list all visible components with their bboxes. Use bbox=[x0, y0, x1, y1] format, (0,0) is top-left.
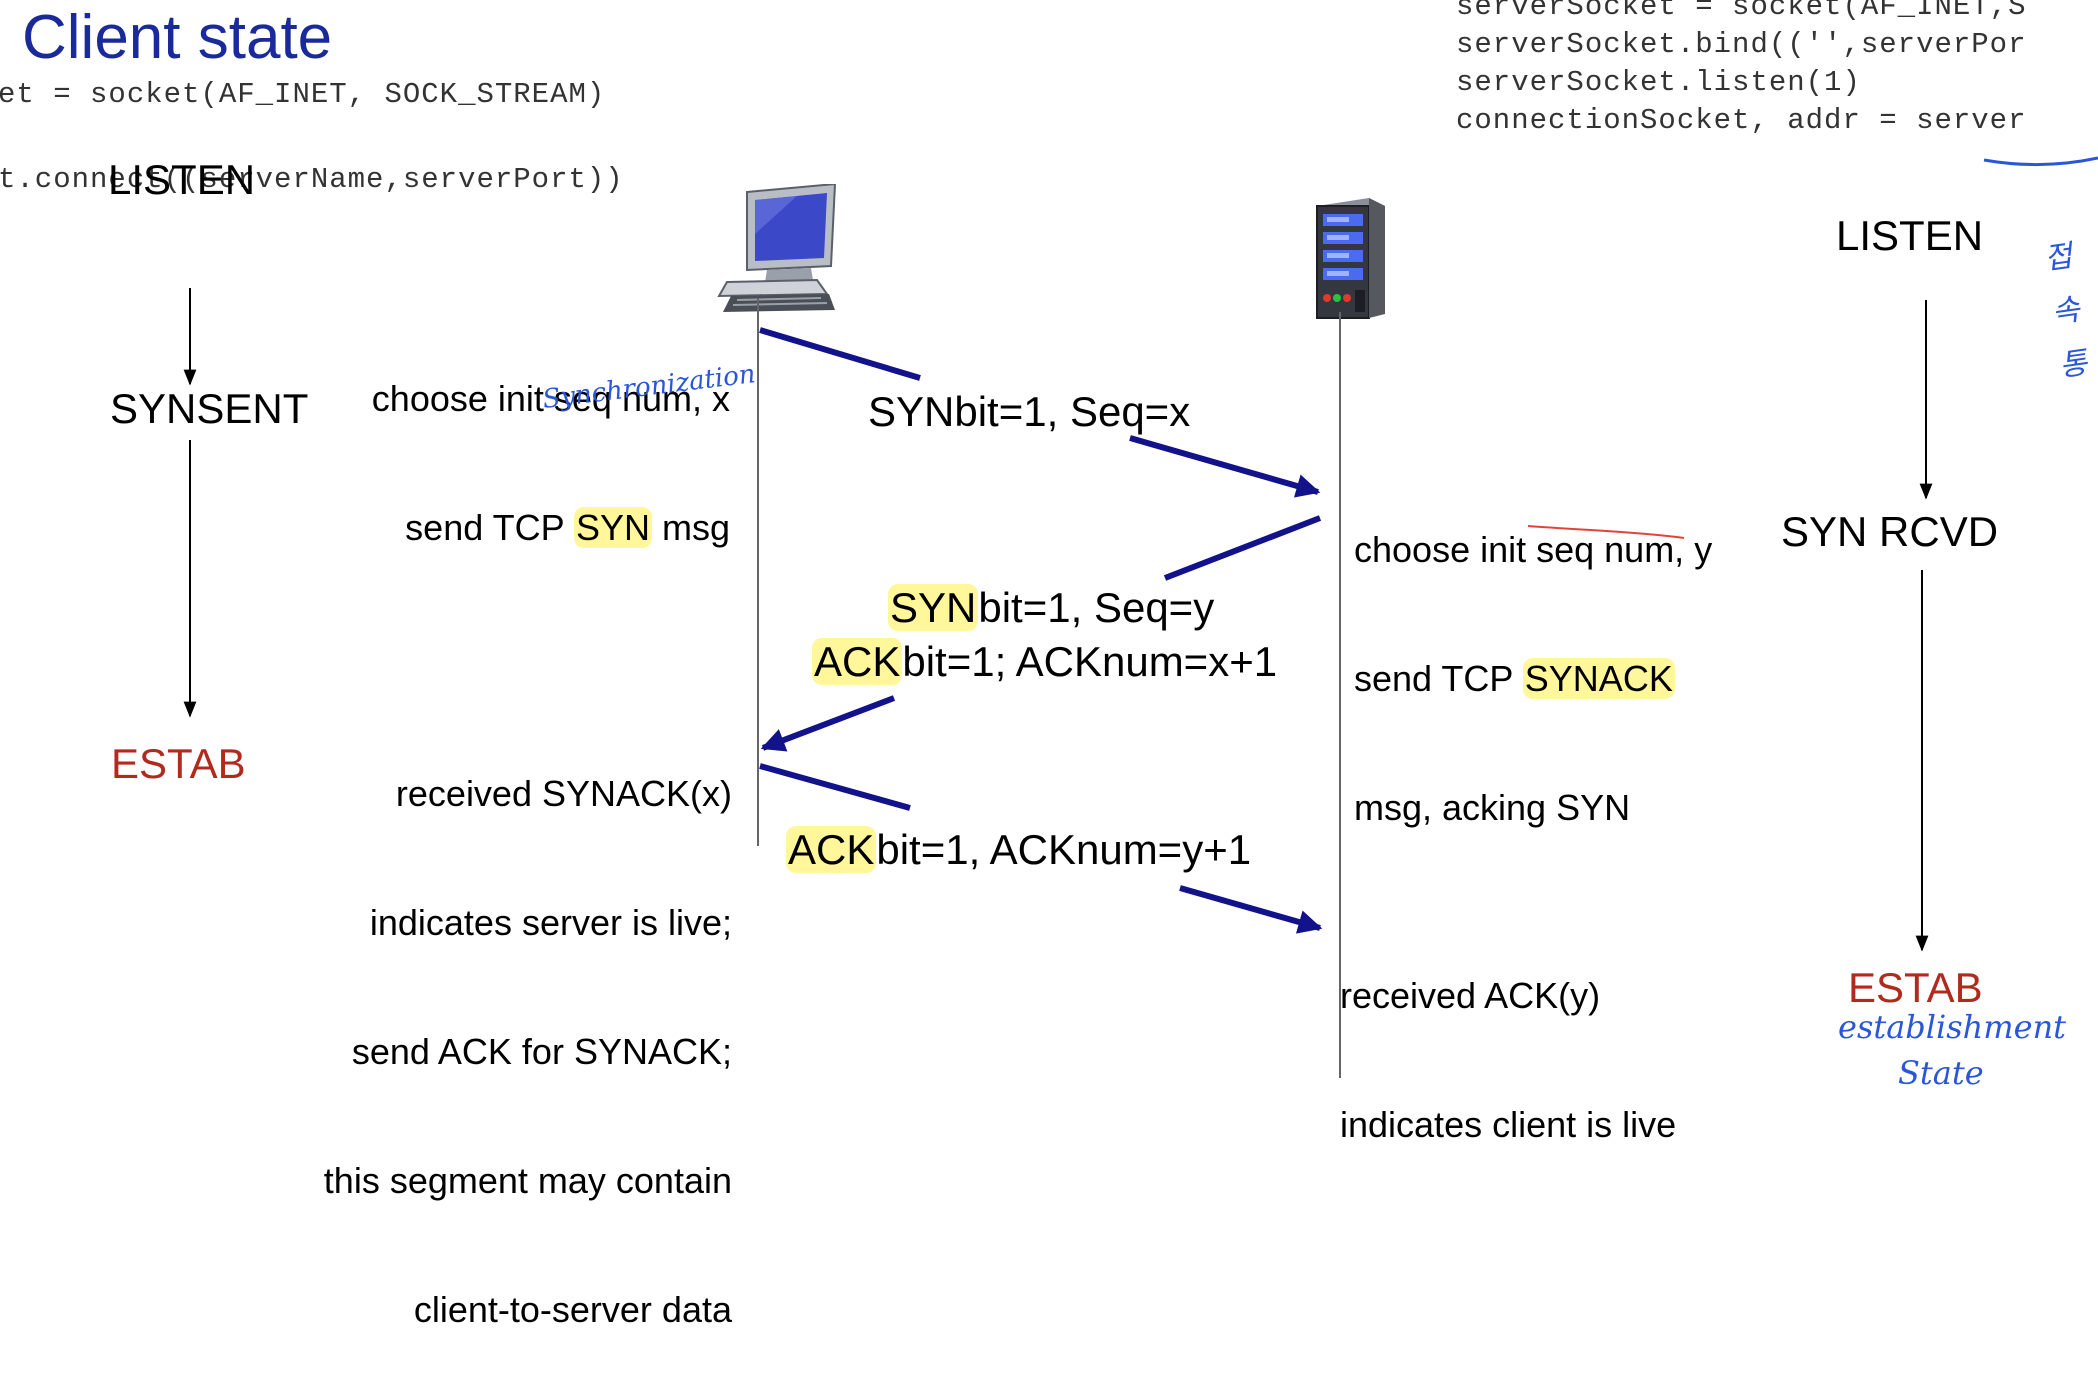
synack-line1-rest: bit=1, Seq=y bbox=[978, 584, 1215, 631]
handwritten-underline-server bbox=[1983, 156, 2098, 166]
synack-arrow-segment-2 bbox=[760, 695, 896, 752]
synack-line2-rest: bit=1; ACKnum=x+1 bbox=[902, 638, 1278, 685]
server-note-step2-pre: send TCP bbox=[1354, 658, 1523, 699]
server-note-step2: choose init seq num, y send TCP SYNACK m… bbox=[1354, 442, 1712, 872]
client-note-step3-line5: client-to-server data bbox=[413, 1289, 732, 1330]
desktop-computer-icon bbox=[708, 166, 836, 312]
server-accept-code: connectionSocket, addr = server bbox=[1456, 104, 2027, 137]
syn-arrow-segment-2 bbox=[1129, 435, 1321, 498]
handwritten-establishment: establishment bbox=[1838, 1008, 2067, 1046]
ack-arrow-segment-1 bbox=[759, 763, 911, 811]
server-socket-code: serverSocket = socket(AF_INET,S bbox=[1456, 0, 2027, 23]
timing-diagram-lines bbox=[183, 156, 2098, 1078]
client-note-step3-line2: indicates server is live; bbox=[369, 902, 732, 943]
ack-highlight: ACK bbox=[786, 826, 877, 873]
server-tower-icon bbox=[1300, 180, 1385, 319]
client-state-listen: LISTEN bbox=[108, 156, 256, 203]
client-connect-code: t.connect((serverName,serverPort)) bbox=[0, 163, 624, 196]
ack-message-label: ACKbit=1, ACKnum=y+1 bbox=[786, 826, 1251, 874]
handwritten-red-underline bbox=[1527, 525, 1685, 539]
client-note-step3: received SYNACK(x) indicates server is l… bbox=[324, 686, 732, 1374]
server-listen-code: serverSocket.listen(1) bbox=[1456, 66, 1861, 99]
client-note-step1-pre: send TCP bbox=[405, 507, 574, 548]
syn-arrow-segment-1 bbox=[759, 327, 921, 381]
client-note-step1-line2: send TCP SYN msg bbox=[372, 506, 730, 549]
server-note-step4-line1: received ACK(y) bbox=[1340, 975, 1601, 1016]
ack-rest: bit=1, ACKnum=y+1 bbox=[876, 826, 1252, 873]
client-note-step3-line3: send ACK for SYNACK; bbox=[351, 1031, 732, 1072]
server-state-synrcvd: SYN RCVD bbox=[1781, 508, 1999, 555]
client-note-step1: choose init seq num, x send TCP SYN msg bbox=[372, 291, 730, 592]
server-note-step4-line2: indicates client is live bbox=[1340, 1104, 1677, 1145]
synack-ack-highlight: ACK bbox=[812, 638, 903, 685]
synack-syn-highlight: SYN bbox=[888, 584, 979, 631]
client-note-step1-line1: choose init seq num, x bbox=[371, 378, 730, 419]
page-title: Client state bbox=[22, 3, 333, 72]
ack-arrow-segment-2 bbox=[1179, 885, 1323, 934]
client-state-synsent: SYNSENT bbox=[110, 385, 309, 432]
client-socket-code: et = socket(AF_INET, SOCK_STREAM) bbox=[0, 78, 606, 111]
server-note-step2-line1: choose init seq num, y bbox=[1354, 529, 1713, 570]
server-state-estab: ESTAB bbox=[1848, 964, 1983, 1011]
synack-message-line2: ACKbit=1; ACKnum=x+1 bbox=[812, 638, 1277, 686]
client-note-step3-line4: this segment may contain bbox=[323, 1160, 732, 1201]
server-state-listen: LISTEN bbox=[1836, 212, 1984, 259]
server-note-step2-line3: msg, acking SYN bbox=[1354, 787, 1631, 828]
client-note-step1-post: msg bbox=[651, 507, 730, 548]
synack-highlight: SYNACK bbox=[1522, 658, 1675, 699]
synack-message-line1: SYNbit=1, Seq=y bbox=[888, 584, 1214, 632]
synack-arrow-segment-1 bbox=[1163, 515, 1322, 581]
client-state-estab: ESTAB bbox=[111, 740, 246, 787]
server-note-step4: received ACK(y) indicates client is live bbox=[1340, 888, 1676, 1189]
syn-highlight: SYN bbox=[573, 507, 652, 548]
syn-message-label: SYNbit=1, Seq=x bbox=[868, 388, 1191, 435]
handwritten-state: State bbox=[1898, 1054, 1984, 1092]
server-bind-code: serverSocket.bind(('',serverPor bbox=[1456, 28, 2027, 61]
server-note-step2-line2: send TCP SYNACK bbox=[1354, 657, 1712, 700]
client-note-step3-line1: received SYNACK(x) bbox=[395, 773, 732, 814]
